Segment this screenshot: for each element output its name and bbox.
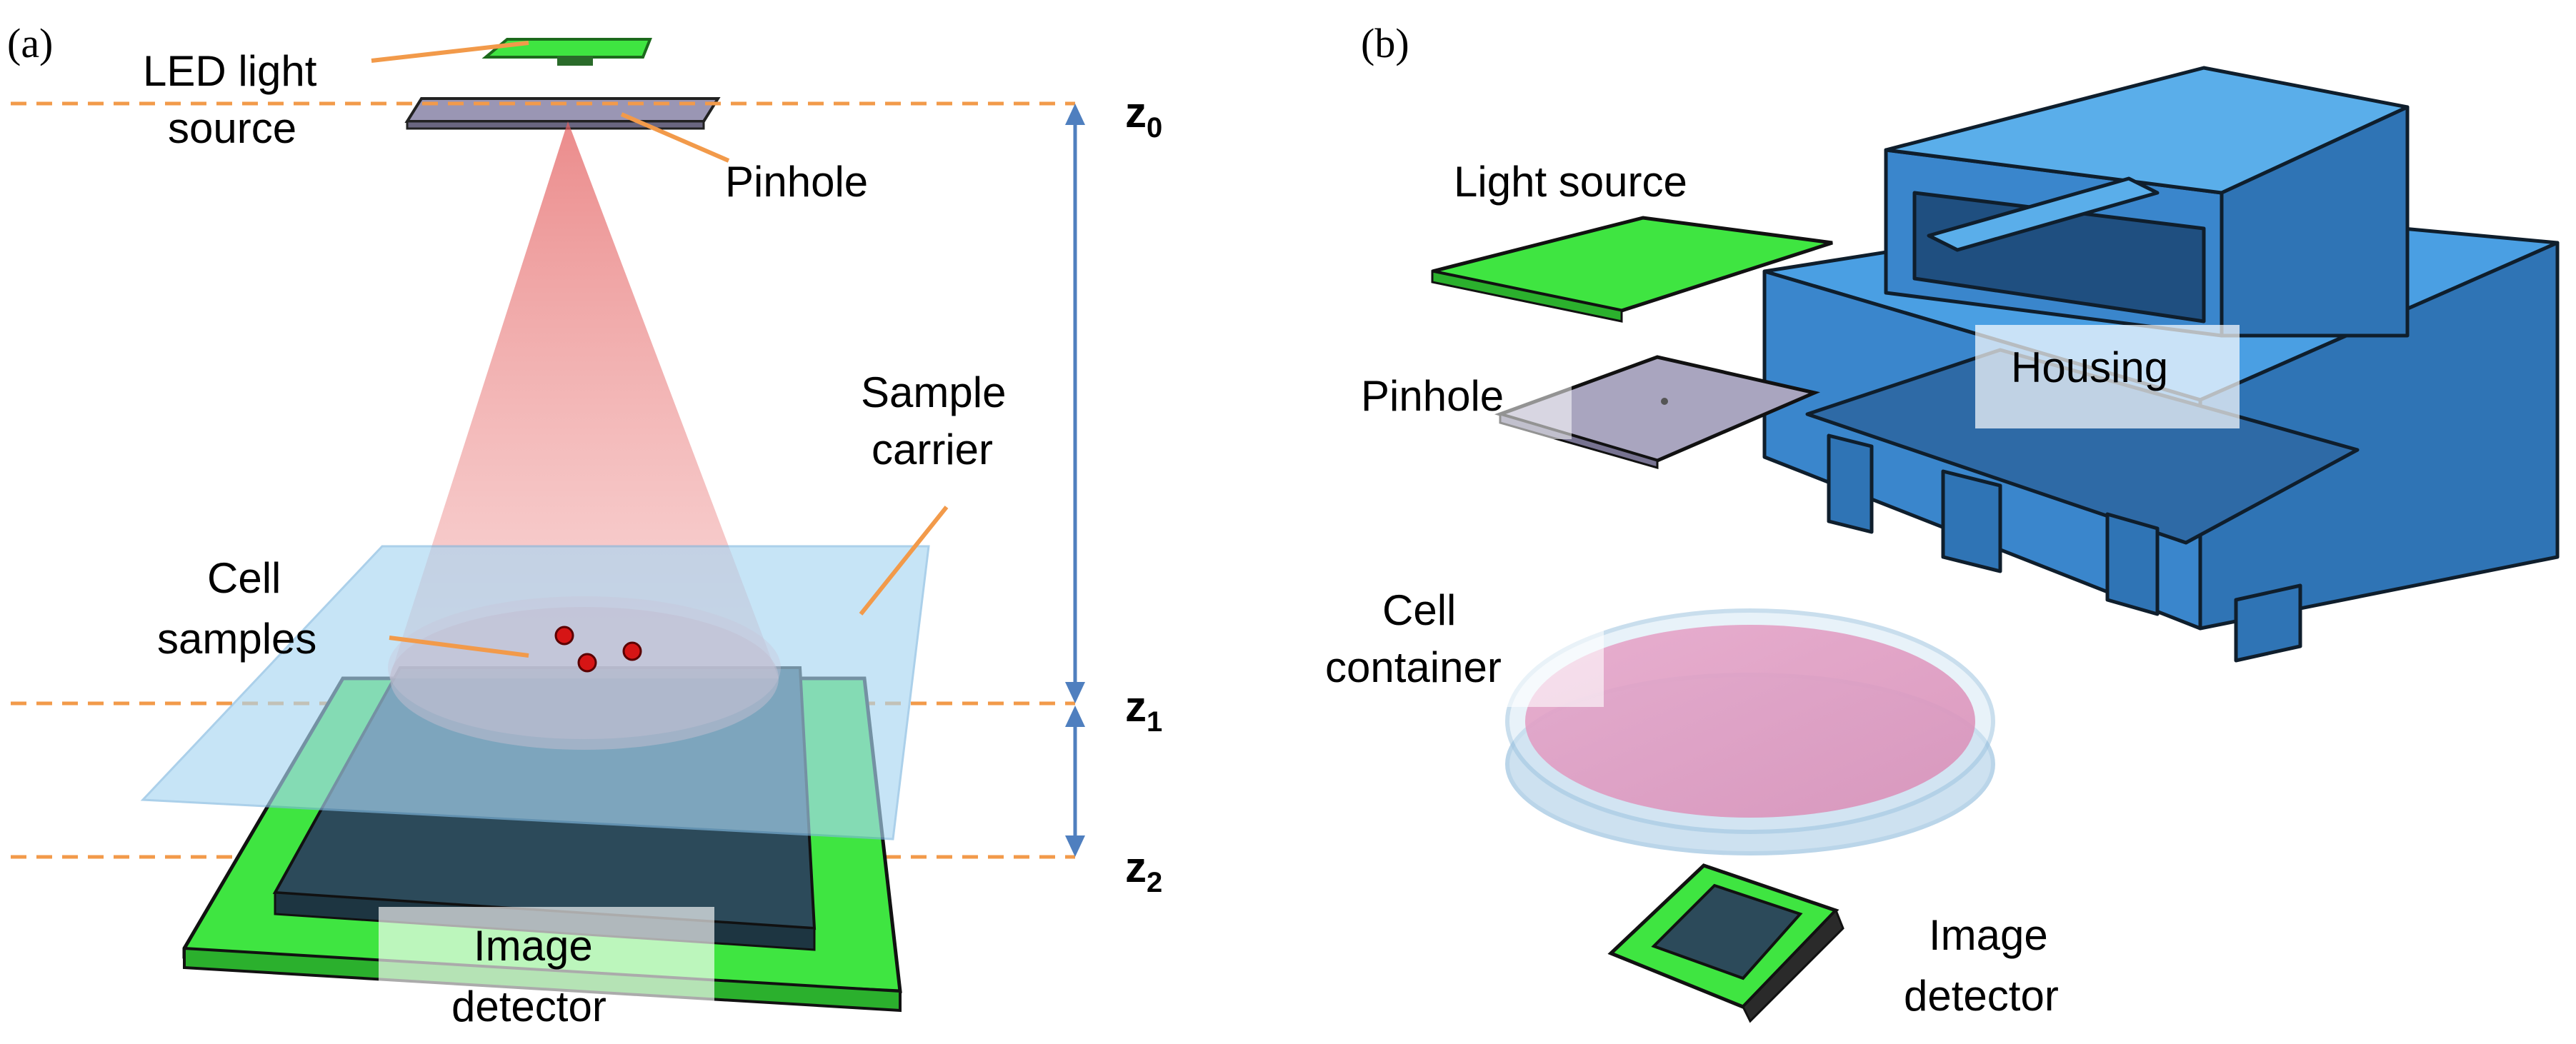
cell-container — [1505, 608, 1995, 855]
cell-samples-label-line2: samples — [157, 615, 316, 663]
pinhole-label-a: Pinhole — [725, 158, 868, 206]
z1-label: z1 — [1125, 683, 1162, 738]
panel-b: (b) Hous — [1325, 20, 2560, 1023]
panel-a-label: (a) — [7, 20, 53, 66]
image-detector-label-line2: detector — [451, 983, 606, 1030]
distance-arrows — [1065, 104, 1085, 857]
z2-label: z2 — [1125, 843, 1162, 898]
light-source-label: Light source — [1454, 158, 1687, 206]
image-detector-b — [1607, 863, 1844, 1023]
housing — [1762, 66, 2560, 663]
panel-b-label: (b) — [1361, 20, 1409, 66]
cell-sample-dot — [622, 641, 642, 661]
led-label-line1: LED light — [143, 47, 317, 95]
housing-label-bg — [1975, 325, 2240, 428]
cell-container-label-line2: container — [1325, 643, 1502, 691]
led-label-line2: source — [168, 104, 296, 152]
cell-samples-label-line1: Cell — [207, 554, 281, 602]
image-detector-label-line1: Image — [474, 922, 593, 970]
image-detector-b-label-line2: detector — [1904, 972, 2059, 1020]
pinhole-b-label-bg — [1361, 371, 1572, 439]
pointer-lines-a — [371, 41, 949, 658]
panel-a: (a) — [7, 20, 1162, 1043]
sample-carrier — [140, 545, 930, 840]
cell-sample-dot — [554, 626, 574, 646]
sample-carrier-label-line2: carrier — [872, 426, 993, 473]
sample-carrier-label-line1: Sample — [861, 368, 1006, 416]
cell-sample-dot — [577, 653, 597, 673]
cell-container-label-bg — [1325, 603, 1604, 707]
image-detector-b-label-line1: Image — [1929, 911, 2048, 959]
z0-label: z0 — [1125, 89, 1162, 144]
image-detector-label-bg — [379, 907, 714, 1043]
pinhole-label-b: Pinhole — [1361, 372, 1504, 420]
housing-label: Housing — [2011, 343, 2168, 391]
cell-container-label-line1: Cell — [1382, 586, 1456, 634]
light-source-board — [1431, 216, 1833, 323]
cell-samples — [554, 626, 642, 673]
